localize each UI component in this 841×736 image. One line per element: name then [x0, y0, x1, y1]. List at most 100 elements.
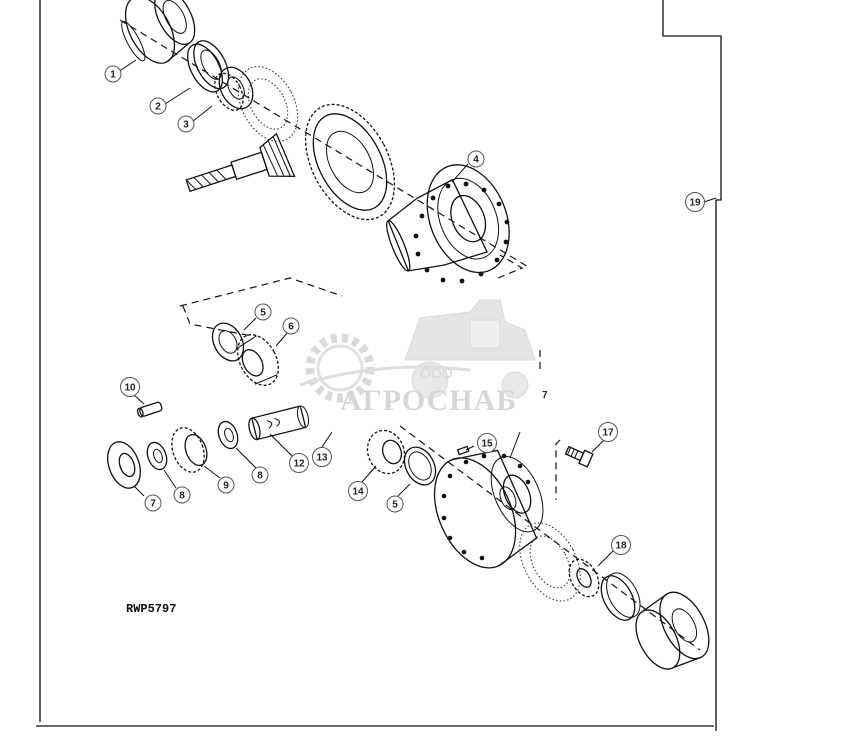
callout-c15: 15 — [477, 433, 497, 453]
enclosure-left — [182, 305, 253, 337]
part-5-thrust-washer-second — [397, 446, 437, 497]
leader-5a — [243, 317, 257, 331]
callout-c6: 6 — [282, 317, 300, 335]
callout-circle — [254, 303, 272, 321]
callout-circle — [173, 486, 191, 504]
callout-circle — [598, 422, 618, 442]
part-17-bolt — [564, 445, 594, 468]
callout-circle — [386, 495, 404, 513]
bearing-cup-lower — [635, 591, 710, 670]
leader-3 — [191, 105, 213, 123]
callout-circle — [477, 433, 497, 453]
part-4-differential-case — [386, 163, 510, 284]
callout-c2: 2 — [149, 97, 167, 115]
callout-c10: 10 — [120, 377, 140, 397]
callout-circle — [104, 65, 122, 83]
watermark-company-name: АГРОСНАБ — [340, 384, 517, 417]
callout-circle — [348, 481, 368, 501]
leader-6 — [275, 331, 289, 347]
callout-circle — [144, 494, 162, 512]
callout-label: 17 — [602, 428, 614, 439]
watermark-prefix: ООО — [420, 365, 453, 381]
enclosure-top — [179, 277, 343, 307]
reference-code: RWP5797 — [126, 602, 176, 616]
shim-lower — [519, 522, 581, 602]
part-15-pin — [456, 445, 475, 456]
callout-circle — [282, 317, 300, 335]
callout-label: 7 — [150, 499, 156, 510]
callout-c17: 17 — [598, 422, 618, 442]
callout-label: 8 — [179, 491, 185, 502]
callout-c4: 4 — [467, 150, 485, 168]
part-9-pinion-gear — [171, 427, 221, 479]
callout-circle — [120, 377, 140, 397]
callout-c8b: 8 — [251, 466, 269, 484]
callout-c3: 3 — [177, 115, 195, 133]
callout-circle — [289, 453, 309, 473]
callout-circle — [467, 150, 485, 168]
callout-label: 8 — [257, 471, 263, 482]
callout-c19: 19 — [685, 192, 705, 212]
leader-2 — [164, 87, 191, 105]
watermark-gear — [305, 333, 375, 403]
callout-c5a: 5 — [254, 303, 272, 321]
axis-bracket-upper — [497, 254, 524, 279]
callout-label: 14 — [352, 487, 364, 498]
callout-label: 9 — [223, 481, 229, 492]
part-3-roller-bearing — [214, 66, 254, 111]
part-8-spacer — [146, 441, 177, 489]
callout-label: 18 — [615, 541, 627, 552]
half-case-bolt-holes — [441, 453, 531, 561]
callout-circle — [685, 192, 705, 212]
ring-gear — [304, 103, 396, 221]
part-7-washer — [107, 441, 145, 497]
callout-c1: 1 — [104, 65, 122, 83]
case-bolt-holes — [413, 181, 510, 284]
callout-circle — [611, 535, 631, 555]
part-1-bearing-cup — [117, 0, 196, 73]
callout-label: 3 — [183, 120, 189, 131]
part-12-cross-shaft — [248, 405, 310, 441]
small-mark-seven: 7 — [542, 390, 548, 401]
part-5-thrust-washer — [211, 322, 245, 362]
callout-label: 2 — [155, 102, 161, 113]
callout-c18: 18 — [611, 535, 631, 555]
axis-line-lower — [399, 425, 701, 651]
callout-circle — [251, 466, 269, 484]
page-frame — [36, 0, 722, 731]
callout-label: 10 — [124, 383, 136, 394]
bearing-race-lower — [600, 572, 641, 621]
callout-label: 19 — [689, 198, 701, 209]
callout-circle — [312, 447, 332, 467]
axis-line-upper — [119, 19, 531, 269]
callout-label: 5 — [260, 308, 266, 319]
callout-c7: 7 — [144, 494, 162, 512]
callout-label: 1 — [110, 70, 116, 81]
part-6-side-gear — [235, 334, 279, 386]
leader-12 — [269, 433, 293, 457]
callout-c8: 8 — [173, 486, 191, 504]
part-8-spacer-second — [217, 420, 257, 469]
leader-17 — [591, 439, 605, 453]
part-18-roller-bearing — [568, 558, 600, 598]
callout-c5b: 5 — [386, 495, 404, 513]
callout-c14: 14 — [348, 481, 368, 501]
part-10-pin — [136, 401, 163, 418]
callout-c13: 13 — [312, 447, 332, 467]
callout-label: 12 — [293, 459, 305, 470]
callout-label: 6 — [288, 322, 294, 333]
callout-label: 15 — [481, 439, 493, 450]
leader-19 — [703, 197, 717, 203]
callout-circle — [149, 97, 167, 115]
bracket-bolt — [555, 439, 561, 500]
watermark-swoosh — [299, 365, 471, 387]
callout-c12: 12 — [289, 453, 309, 473]
callout-circle — [177, 115, 195, 133]
differential-half-case — [433, 431, 544, 569]
part-2-bearing-race — [186, 40, 230, 93]
callout-label: 13 — [316, 453, 328, 464]
pinion-shaft — [185, 132, 296, 193]
